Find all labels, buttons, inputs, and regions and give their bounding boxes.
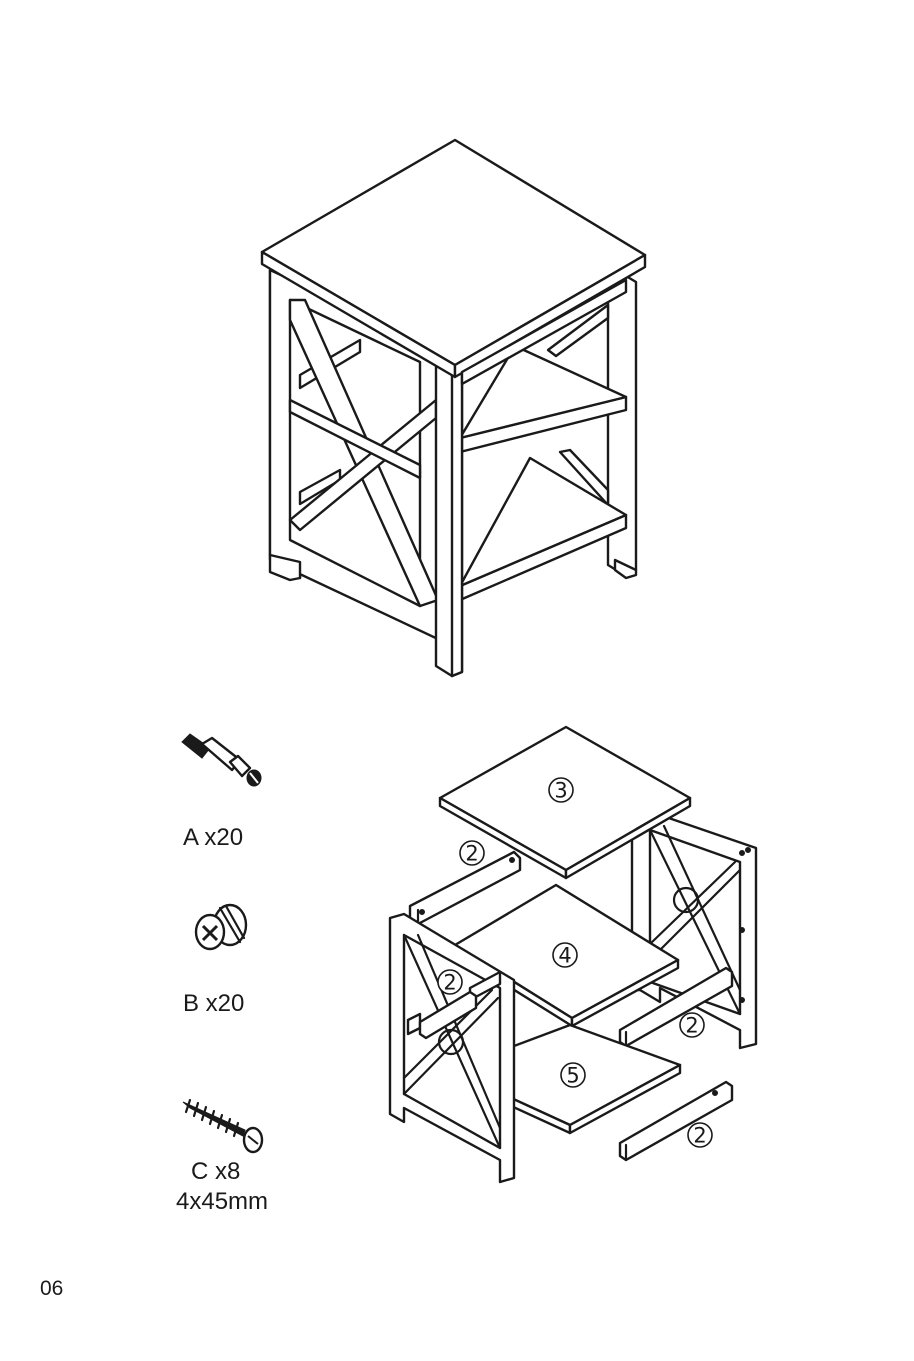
hardware-b-label: B x20 [183, 992, 244, 1016]
hardware-a-label: A x20 [183, 826, 243, 850]
hardware-c-label: C x8 [191, 1160, 240, 1184]
page-number: 06 [40, 1277, 63, 1301]
hardware-c-size: 4x45mm [176, 1190, 268, 1214]
